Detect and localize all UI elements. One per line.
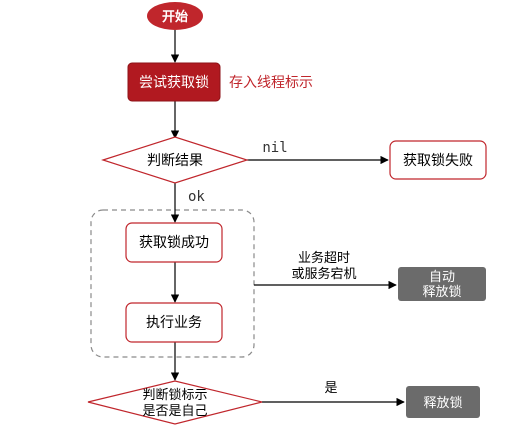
- try-lock-label: 尝试获取锁: [139, 75, 209, 91]
- start-label: 开始: [162, 9, 188, 25]
- store-thread-id-note: 存入线程标示: [229, 75, 313, 91]
- timeout-label-line2: 或服务宕机: [291, 266, 356, 282]
- timeout-label-line1: 业务超时: [298, 250, 350, 266]
- judge-owner-label-line2: 是否是自己: [142, 404, 207, 419]
- yes-label: 是: [324, 381, 337, 396]
- auto-release-node: [398, 267, 486, 301]
- judge-owner-label-line1: 判断锁标示: [142, 387, 207, 403]
- release-lock-label: 释放锁: [423, 395, 462, 411]
- lock-failed-node: [389, 140, 487, 180]
- ok-label: ok: [188, 189, 205, 205]
- lock-success-label: 获取锁成功: [139, 235, 209, 251]
- auto-release-label-line1: 自动: [429, 270, 455, 285]
- lock-failed-label: 获取锁失败: [403, 153, 473, 169]
- execute-business-label: 执行业务: [146, 315, 202, 331]
- judge-owner-node: [87, 380, 263, 425]
- lock-hold-group: [90, 209, 255, 358]
- try-lock-node: [127, 62, 221, 102]
- nil-label: nil: [262, 140, 287, 156]
- release-lock-node: [406, 386, 480, 418]
- auto-release-label-line2: 释放锁: [422, 284, 461, 300]
- start-node: [147, 2, 203, 30]
- judge-result-node: [101, 136, 249, 184]
- lock-success-node: [125, 222, 223, 263]
- execute-business-node: [125, 302, 223, 343]
- judge-result-label: 判断结果: [147, 153, 203, 169]
